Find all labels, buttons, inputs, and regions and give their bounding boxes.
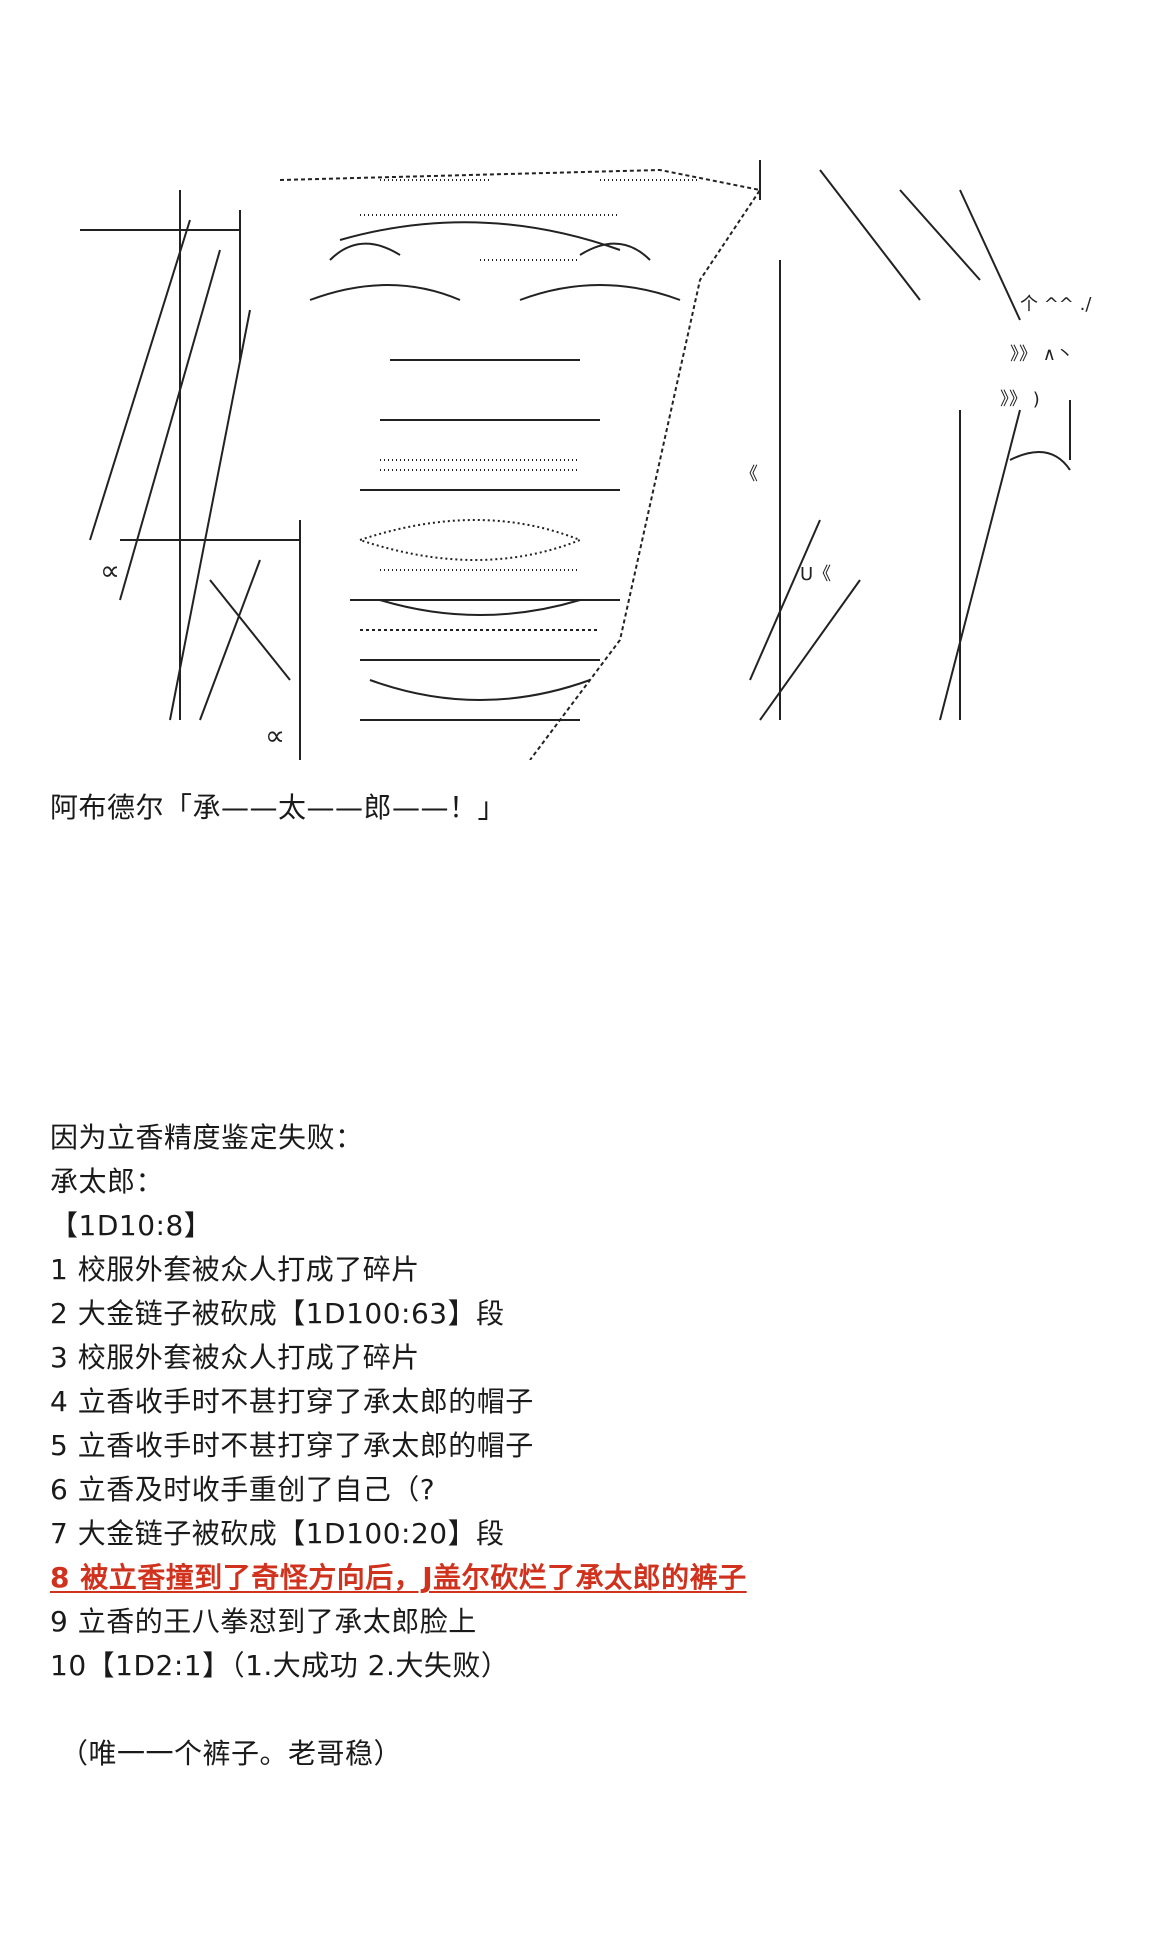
result-item-8-highlighted: 8 被立香撞到了奇怪方向后，J盖尔砍烂了承太郎的裤子: [50, 1561, 747, 1594]
svg-text:U《: U《: [800, 564, 831, 585]
result-item-5: 5 立香收手时不甚打穿了承太郎的帽子: [50, 1429, 534, 1462]
svg-text:》》 ): 》》 ): [1000, 389, 1040, 410]
ascii-art-illustration: ∝ ∝ 个 ^^ ./ 》》 ∧丶 》》 ) 《 U《: [60, 160, 1120, 760]
svg-text:∝: ∝: [100, 554, 120, 587]
art-caption: 阿布德尔「承——太——郎——！」: [50, 791, 507, 824]
roll-line: 【1D10:8】: [50, 1209, 213, 1242]
result-item-1: 1 校服外套被众人打成了碎片: [50, 1253, 420, 1286]
svg-text:《: 《: [740, 464, 758, 485]
result-item-6: 6 立香及时收手重创了自己（?: [50, 1473, 436, 1506]
target-line: 承太郎：: [50, 1165, 165, 1198]
svg-text:∝: ∝: [265, 719, 285, 752]
result-item-2: 2 大金链子被砍成【1D100:63】段: [50, 1297, 505, 1330]
svg-text:个 ^^ ./: 个 ^^ ./: [1020, 294, 1092, 315]
svg-text:》》 ∧丶: 》》 ∧丶: [1010, 344, 1074, 365]
intro-line: 因为立香精度鉴定失败：: [50, 1121, 364, 1154]
result-item-7: 7 大金链子被砍成【1D100:20】段: [50, 1517, 505, 1550]
result-item-9: 9 立香的王八拳怼到了承太郎脸上: [50, 1605, 477, 1638]
result-item-10: 10【1D2:1】（1.大成功 2.大失败）: [50, 1649, 510, 1682]
result-item-3: 3 校服外套被众人打成了碎片: [50, 1341, 420, 1374]
closing-note: （唯一一个裤子。老哥稳）: [60, 1737, 403, 1770]
result-item-4: 4 立香收手时不甚打穿了承太郎的帽子: [50, 1385, 534, 1418]
